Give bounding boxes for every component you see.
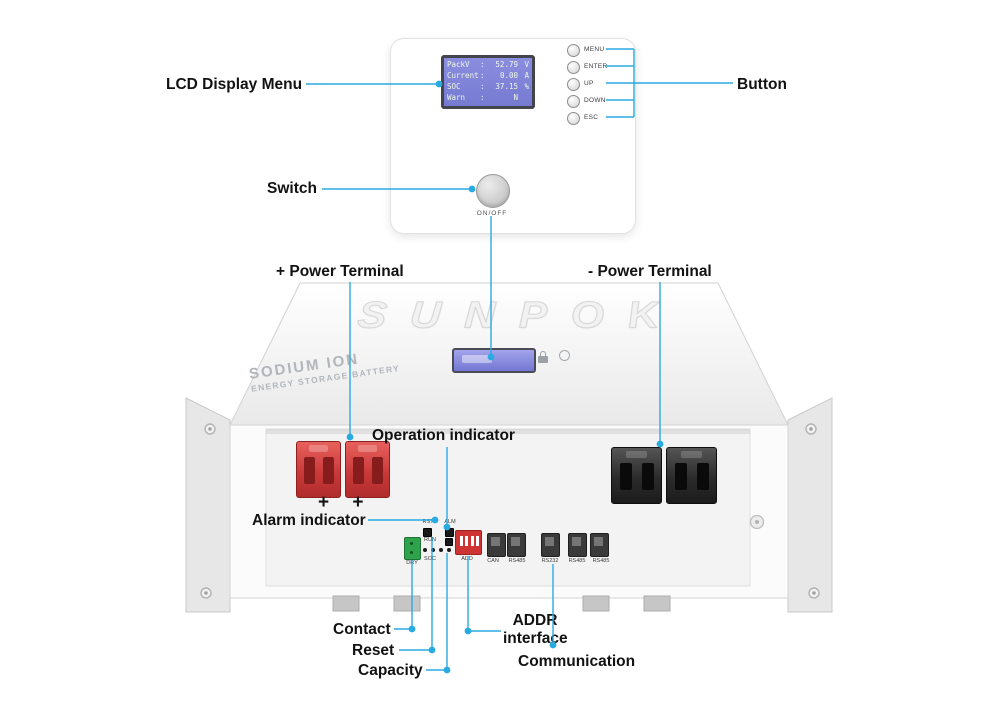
soc-led xyxy=(439,548,443,552)
positive-terminal-marks: + + xyxy=(318,492,364,513)
run-label: RUN xyxy=(424,537,436,543)
on-off-switch xyxy=(476,174,510,208)
lcd-unit: V xyxy=(524,60,529,69)
lcd-unit: % xyxy=(524,82,529,91)
lcd-sep: : xyxy=(480,60,485,69)
brand-logo: SUNPOK xyxy=(355,294,686,337)
negative-terminal-module xyxy=(611,447,662,504)
dry-label: DRY xyxy=(406,560,418,566)
callout-addr-line2: interface xyxy=(503,630,568,647)
callout-button: Button xyxy=(737,76,787,93)
rs485-port-label: RS485 xyxy=(508,558,526,564)
lcd-unit: A xyxy=(524,71,529,80)
down-button-label: DOWN xyxy=(584,97,606,104)
run-led xyxy=(445,538,453,546)
esc-button xyxy=(567,112,580,125)
lcd-display: PackV: 52.79 V Current: 0.00 A SOC: 37.15% Wa… xyxy=(441,55,535,109)
rs485-port xyxy=(507,533,526,557)
soc-led xyxy=(447,548,451,552)
lock-icon xyxy=(538,351,548,364)
lcd-row: SOC: 37.15% xyxy=(444,81,532,92)
rs232-port-label: RS232 xyxy=(541,558,559,564)
lcd-value: 52.79 xyxy=(495,60,518,69)
rs232-port xyxy=(541,533,560,557)
enter-button xyxy=(567,61,580,74)
alm-label: ALM xyxy=(444,519,456,525)
lcd-key: Current xyxy=(447,71,479,80)
positive-terminal-module xyxy=(296,441,341,498)
menu-button xyxy=(567,44,580,57)
alarm-led xyxy=(445,528,454,537)
lcd-key: PackV xyxy=(447,60,470,69)
soc-led xyxy=(423,548,427,552)
addr-dip-switch xyxy=(455,530,482,555)
rs485-port xyxy=(568,533,587,557)
soc-label: SOC xyxy=(424,556,436,562)
rs485-port xyxy=(590,533,609,557)
negative-power-terminal xyxy=(611,447,721,505)
soc-led xyxy=(431,548,435,552)
lcd-row: Current: 0.00 A xyxy=(444,70,532,81)
callout-addr-interface: ADDR interface xyxy=(503,612,568,648)
rs485-port-label: RS485 xyxy=(592,558,610,564)
reset-led xyxy=(423,528,432,537)
rst-label: RST xyxy=(422,519,434,525)
knockout-hole xyxy=(749,514,765,530)
add-label: ADD xyxy=(461,556,473,562)
screw-holes xyxy=(200,423,820,599)
callout-operation-indicator: Operation indicator xyxy=(372,427,515,444)
on-off-label: ON/OFF xyxy=(476,210,508,217)
lcd-key: SOC xyxy=(447,82,461,91)
enter-button-label: ENTER xyxy=(584,63,608,70)
recess-top-shadow xyxy=(266,429,750,434)
callout-minus-power-terminal: - Power Terminal xyxy=(588,263,712,280)
lcd-row: PackV: 52.79 V xyxy=(444,59,532,70)
callout-switch: Switch xyxy=(267,180,317,197)
up-button-label: UP xyxy=(584,80,594,87)
lcd-value: N xyxy=(513,93,518,102)
rs485-port-label: RS485 xyxy=(568,558,586,564)
up-button xyxy=(567,78,580,91)
display-glare xyxy=(462,355,492,363)
lcd-key: Warn xyxy=(447,93,466,102)
lcd-value: 37.15 xyxy=(495,82,518,91)
battery-left-flange xyxy=(185,397,231,613)
lcd-sep: : xyxy=(480,82,485,91)
down-button xyxy=(567,95,580,108)
callout-plus-power-terminal: + Power Terminal xyxy=(276,263,404,280)
callout-communication: Communication xyxy=(518,653,636,670)
lcd-sep: : xyxy=(480,93,485,102)
menu-button-label: MENU xyxy=(584,46,605,53)
lcd-row: Warn: N xyxy=(444,92,532,103)
callout-capacity: Capacity xyxy=(358,662,423,679)
negative-terminal-module xyxy=(666,447,717,504)
dry-contact-block xyxy=(404,537,421,560)
control-panel: PackV: 52.79 V Current: 0.00 A SOC: 37.15% Wa… xyxy=(390,38,636,234)
callout-contact: Contact xyxy=(333,621,391,638)
certification-icon xyxy=(559,350,570,361)
esc-button-label: ESC xyxy=(584,114,599,121)
positive-terminal-module xyxy=(345,441,390,498)
can-port xyxy=(487,533,506,557)
callout-lcd-display-menu: LCD Display Menu xyxy=(166,76,303,93)
positive-power-terminal xyxy=(296,441,391,499)
callout-reset: Reset xyxy=(352,642,395,659)
can-port-label: CAN xyxy=(487,558,499,564)
lcd-value: 0.00 xyxy=(499,71,518,80)
callout-alarm-indicator: Alarm indicator xyxy=(252,512,366,529)
callout-addr-line1: ADDR xyxy=(512,612,558,629)
lcd-sep: : xyxy=(480,71,485,80)
battery-lcd-display xyxy=(452,348,536,373)
